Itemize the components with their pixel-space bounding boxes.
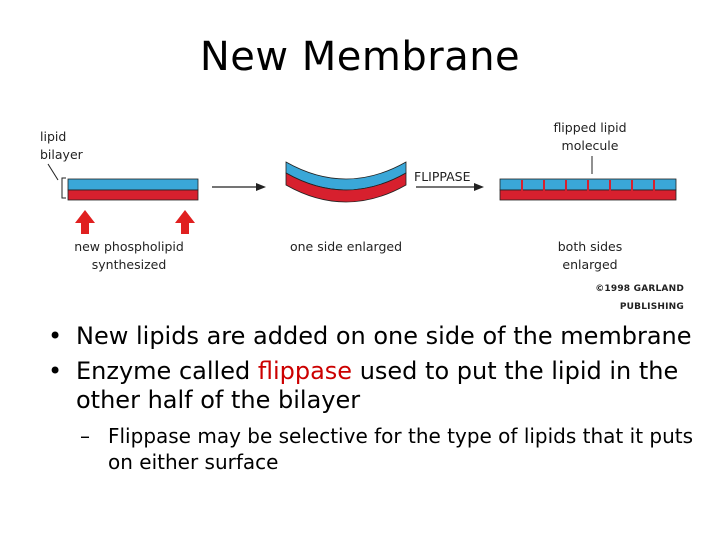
new-lipid-arrow-1 bbox=[75, 210, 95, 234]
new-lipid-arrow-2 bbox=[175, 210, 195, 234]
flipped-lipid-label: flipped lipid molecule bbox=[553, 120, 627, 153]
bullet-marker: • bbox=[48, 357, 63, 385]
bullet-text-1: New lipids are added on one side of the … bbox=[76, 322, 692, 350]
copyright-credit: ©1998 GARLAND PUBLISHING bbox=[595, 284, 684, 312]
curved-lower-leaflet bbox=[285, 172, 407, 203]
step-arrow-1-head bbox=[256, 183, 266, 191]
bullet-marker: • bbox=[48, 322, 63, 350]
bullet-text-2b: used to put the lipid in the other half … bbox=[76, 357, 679, 414]
bilayer-bracket bbox=[61, 177, 66, 199]
one-side-enlarged-label: one side enlarged bbox=[289, 239, 403, 254]
diagram-graphics bbox=[47, 156, 677, 234]
both-sides-enlarged-label: both sides enlarged bbox=[557, 239, 623, 272]
bullet-item-1: • New lipids are added on one side of the… bbox=[48, 322, 698, 351]
flippase-diagram: lipid bilayer new phospholipid synthesiz… bbox=[36, 112, 684, 312]
bullet-list: • New lipids are added on one side of the… bbox=[48, 322, 698, 475]
sub-bullet-text-1: Flippase may be selective for the type o… bbox=[108, 424, 694, 474]
flippase-arrow-head bbox=[474, 183, 484, 191]
sub-bullet-marker: – bbox=[80, 424, 90, 448]
left-lower-leaflet bbox=[67, 189, 199, 201]
left-upper-leaflet bbox=[67, 178, 199, 191]
bullet-item-2: • Enzyme called flippase used to put the … bbox=[48, 357, 698, 415]
lipid-bilayer-label: lipid bilayer bbox=[40, 129, 83, 162]
bilayer-pointer bbox=[47, 163, 59, 181]
sub-bullet-item-1: –Flippase may be selective for the type … bbox=[48, 423, 698, 475]
flippase-highlight: flippase bbox=[257, 357, 353, 385]
slide-title: New Membrane bbox=[199, 34, 521, 80]
bullet-text-2a: Enzyme called bbox=[76, 357, 258, 385]
flippase-label: FLIPPASE bbox=[414, 169, 471, 184]
new-phospholipid-label: new phospholipid synthesized bbox=[74, 239, 184, 272]
right-bilayer bbox=[499, 178, 677, 201]
